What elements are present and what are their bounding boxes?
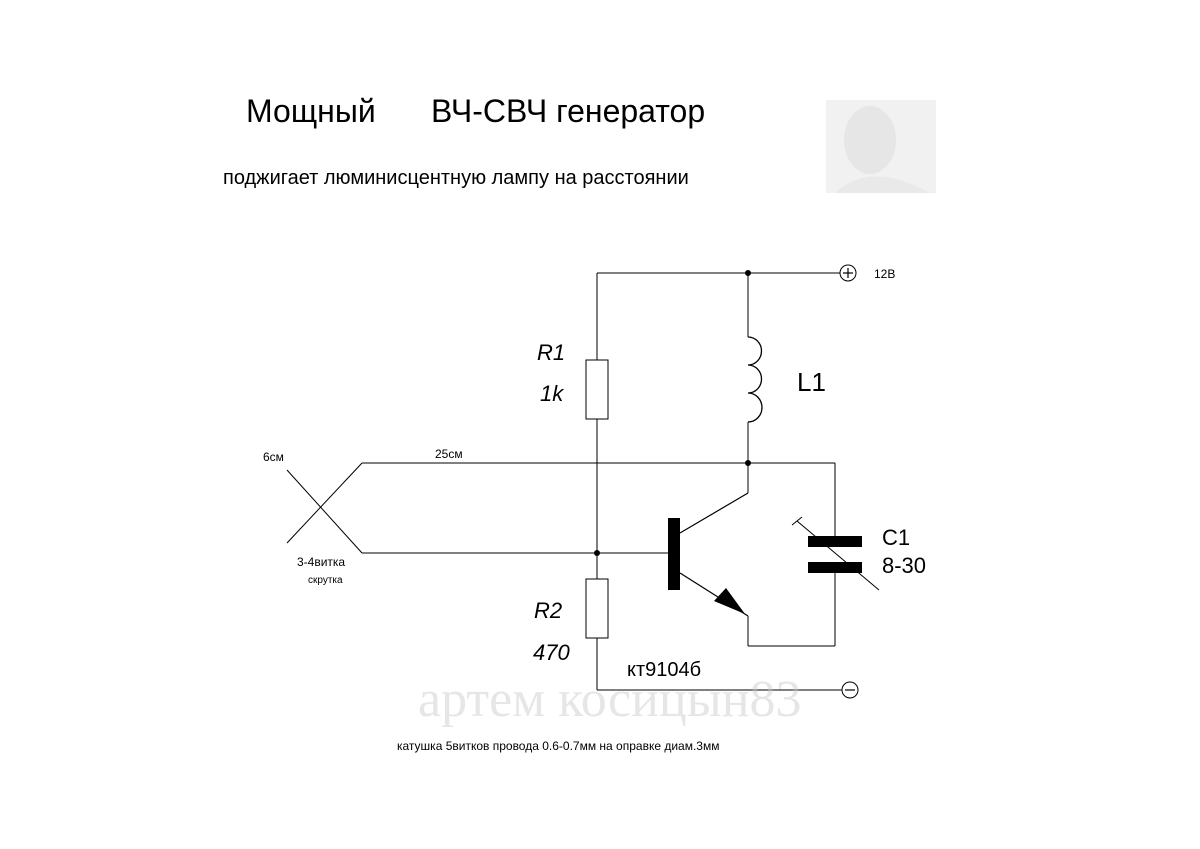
watermark: артем косицын83	[418, 671, 802, 728]
l1-name: L1	[797, 367, 826, 397]
antenna-length-label: 25см	[435, 447, 463, 461]
r1-value: 1k	[540, 381, 564, 406]
author-photo	[826, 100, 936, 193]
junction-dots	[594, 270, 751, 556]
antenna-twist-label2: скрутка	[308, 575, 343, 586]
subtitle: поджигает люминисцентную лампу на рассто…	[223, 167, 689, 189]
transistor-name: кт9104б	[627, 659, 701, 681]
r2-value: 470	[533, 640, 570, 665]
antenna-twist-label: 3-4витка	[297, 555, 345, 569]
title-part2: ВЧ-СВЧ генератор	[431, 93, 705, 129]
wires	[286, 272, 842, 691]
title-part1: Мощный	[246, 93, 376, 129]
plus-terminal	[839, 264, 857, 282]
plus-label: 12В	[874, 267, 895, 281]
r2-name: R2	[534, 598, 562, 623]
r1-resistor	[585, 359, 609, 420]
l1-coil	[747, 336, 763, 423]
r1-name: R1	[537, 340, 565, 365]
antenna-gap-label: 6см	[263, 450, 284, 464]
transistor-symbol	[668, 492, 749, 617]
minus-terminal	[841, 681, 859, 699]
r2-resistor	[585, 578, 609, 639]
c1-capacitor	[791, 516, 880, 591]
footer-note: катушка 5витков провода 0.6-0.7мм на опр…	[397, 739, 719, 753]
c1-name: C1	[882, 525, 910, 550]
c1-value: 8-30	[882, 553, 926, 578]
